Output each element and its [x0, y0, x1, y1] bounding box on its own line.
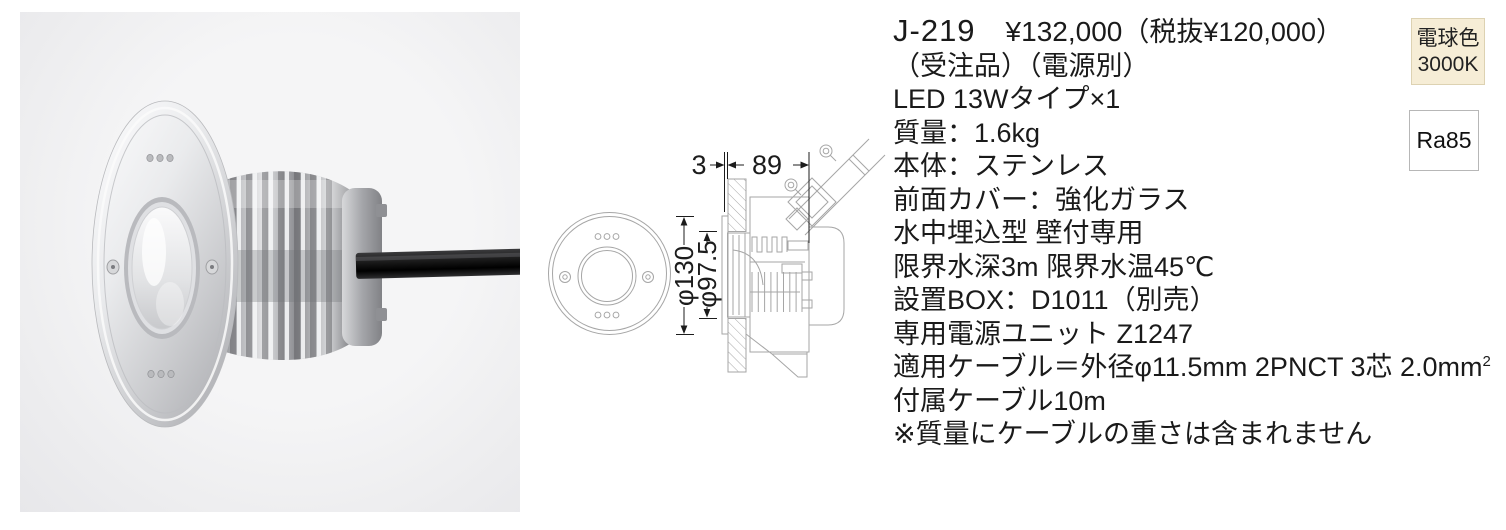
vent-dots-bottom — [147, 370, 175, 378]
dim-flange-dia-label: φ130 — [669, 246, 699, 306]
glass-layers — [732, 233, 746, 317]
cap-lug-top — [376, 204, 387, 217]
vent-dots-top — [146, 154, 174, 162]
spec-note: ※質量にケーブルの重さは含まれません — [893, 419, 1373, 449]
spec-mount-type: 水中埋込型 壁付専用 — [893, 218, 1144, 248]
spec-body-material: 本体：ステンレス — [893, 151, 1109, 181]
price-tax-note: （税抜¥120,000） — [1122, 17, 1343, 47]
wall-section-top — [727, 178, 747, 232]
cri-badge: Ra85 — [1409, 110, 1479, 171]
flange-rim-line — [103, 114, 227, 414]
cap-lug-bottom — [376, 308, 387, 321]
conduit-screw-1 — [784, 178, 802, 196]
color-temp-name: 電球色 — [1416, 27, 1480, 50]
dimension-drawing-svg: 3 89 φ130 φ97.5 — [548, 138, 886, 378]
spec-weight: 質量：1.6kg — [893, 117, 1041, 148]
conduit-screw-2 — [819, 144, 837, 162]
spec-install-box: 設置BOX：D1011（別売） — [893, 285, 1217, 315]
spec-cable-superscript: 2 — [1482, 353, 1491, 370]
fin-comb — [751, 236, 788, 253]
front-view — [548, 212, 671, 335]
dim-body-dia-label: φ97.5 — [692, 240, 722, 307]
dim-front-label: 3 — [691, 150, 706, 180]
spec-cable: 適用ケーブル＝外径φ11.5mm 2PNCT 3芯 2.0mm2 — [893, 351, 1491, 385]
model-number: J-219 — [893, 13, 976, 48]
spec-lamp: LED 13Wタイプ×1 — [893, 84, 1121, 114]
dim-depth-label: 89 — [752, 150, 782, 180]
spec-included-cable: 付属ケーブル10m — [893, 385, 1106, 416]
color-temp-kelvin: 3000K — [1417, 53, 1479, 76]
dimension-drawing: 3 89 φ130 φ97.5 — [540, 125, 892, 407]
power-cable — [355, 248, 520, 279]
install-box-outline — [809, 226, 845, 326]
front-screw-right — [642, 271, 654, 283]
bottom-taper — [745, 333, 808, 378]
reflector-curve — [732, 249, 764, 286]
heat-fins — [225, 171, 353, 361]
front-vent-dots — [594, 233, 620, 319]
spec-cable-text: 適用ケーブル＝外径φ11.5mm 2PNCT 3芯 2.0mm — [893, 352, 1483, 382]
body-section — [749, 196, 810, 353]
flange-rim-highlight — [96, 106, 234, 422]
title-line: J-219 ¥132,000 （税抜¥120,000） — [893, 14, 1413, 50]
side-view — [721, 138, 886, 378]
wall-section-bottom — [727, 318, 747, 373]
order-note: （受注品）（電源別） — [893, 50, 1150, 81]
cri-value: Ra85 — [1416, 127, 1472, 153]
dimensions: 3 89 φ130 φ97.5 — [669, 150, 810, 335]
spec-power-unit: 専用電源ユニット Z1247 — [893, 318, 1194, 349]
flange-screw-left — [106, 259, 120, 275]
lens-lowlight — [156, 282, 184, 326]
front-screw-left — [559, 271, 571, 283]
spec-block: J-219 ¥132,000 （税抜¥120,000） （受注品）（電源別） L… — [893, 14, 1491, 452]
price: ¥132,000 — [1005, 16, 1123, 47]
underwater-light-image — [91, 100, 520, 428]
cable-conduit — [784, 138, 886, 236]
spec-limits: 限界水深3m 限界水温45℃ — [893, 251, 1215, 282]
product-photo — [20, 12, 520, 512]
lens-highlight — [142, 218, 166, 286]
spec-front-cover: 前面カバー：強化ガラス — [893, 184, 1190, 215]
flange-screw-right — [205, 259, 219, 275]
color-temp-badge: 電球色 3000K — [1411, 18, 1485, 85]
